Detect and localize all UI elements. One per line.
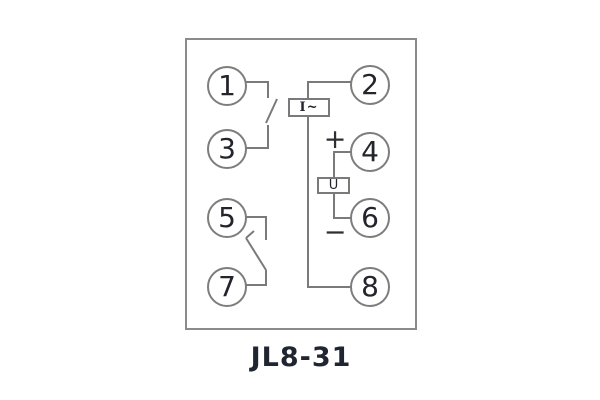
terminal-1-number: 1	[218, 69, 236, 102]
voltage-coil-box: U	[317, 177, 350, 194]
diagram-caption: JL8-31	[250, 342, 352, 373]
contact-blade-5-7	[245, 237, 267, 271]
terminal-7-number: 7	[218, 270, 236, 303]
polarity-plus-sign: +	[323, 124, 347, 155]
terminal-6: 6	[350, 198, 390, 238]
terminal-8: 8	[350, 267, 390, 307]
relay-outline-frame	[185, 38, 417, 330]
terminal-7: 7	[207, 267, 247, 307]
current-coil-label: I~	[299, 100, 319, 115]
terminal-6-number: 6	[361, 201, 379, 234]
terminal-5-number: 5	[218, 201, 236, 234]
terminal-2-number: 2	[361, 68, 379, 101]
terminal-4-number: 4	[361, 135, 379, 168]
wire-terminal7-to-contact	[245, 270, 267, 286]
wire-terminal1-to-contact	[245, 81, 269, 98]
wire-terminal5-to-contact	[245, 216, 267, 240]
contact-blade-tip-tick	[245, 230, 255, 239]
terminal-8-number: 8	[361, 270, 379, 303]
terminal-4: 4	[350, 132, 390, 172]
terminal-3: 3	[207, 129, 247, 169]
wire-terminal3-to-contact	[245, 125, 269, 149]
wire-current-coil-bus-2-to-8	[307, 81, 352, 288]
terminal-1: 1	[207, 66, 247, 106]
terminal-5: 5	[207, 198, 247, 238]
polarity-minus-sign: −	[323, 217, 347, 248]
contact-blade-1-3	[265, 98, 278, 124]
terminal-2: 2	[350, 65, 390, 105]
terminal-3-number: 3	[218, 132, 236, 165]
current-coil-box: I~	[288, 98, 330, 117]
voltage-coil-label: U	[328, 178, 339, 193]
